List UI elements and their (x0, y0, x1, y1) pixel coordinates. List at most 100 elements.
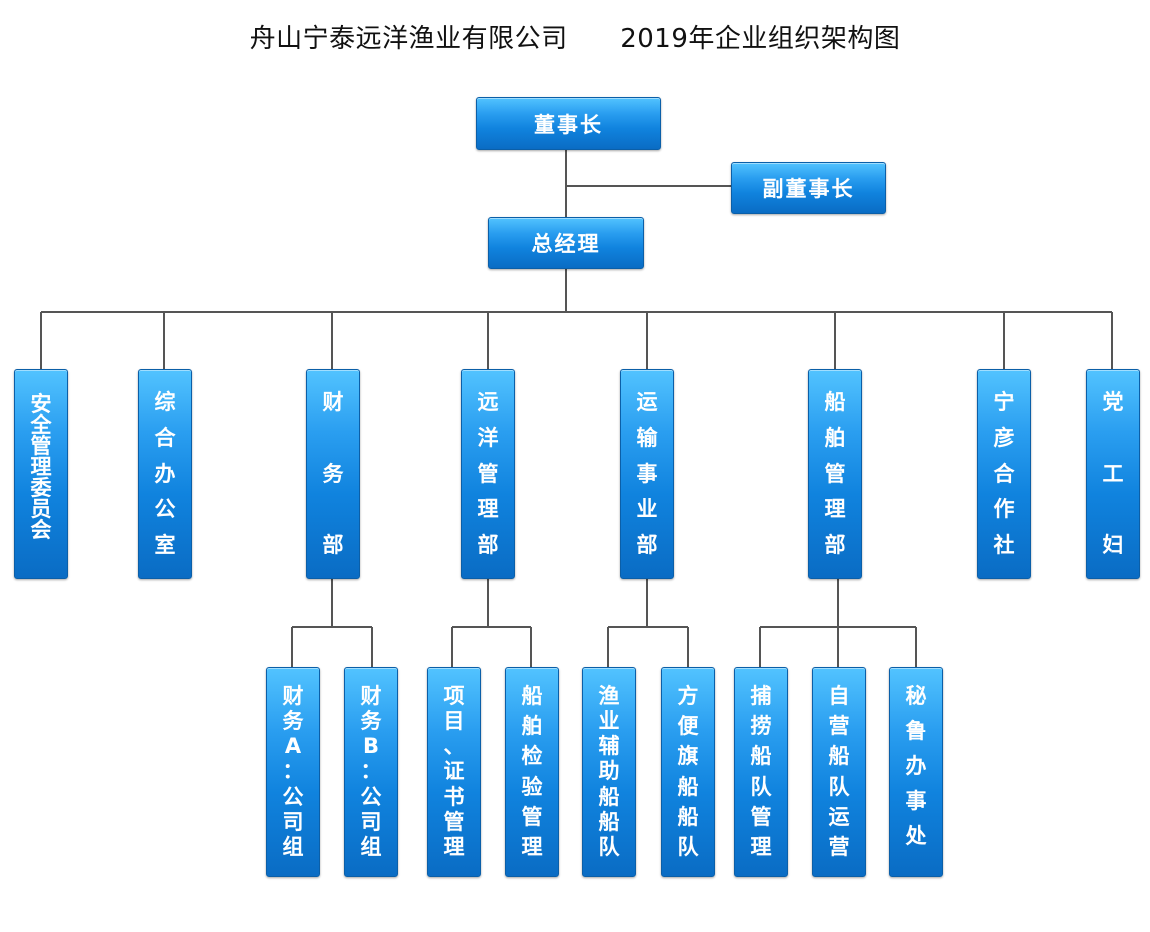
box-label-char: 方 (677, 684, 699, 708)
box-label-char: 管 (443, 809, 465, 834)
box-label-char: 验 (521, 774, 543, 799)
box-label-char: 妇 (1102, 533, 1124, 557)
box-label-char: 检 (521, 744, 543, 769)
box-label-char: 目 (443, 709, 465, 734)
box-label-char: 员 (30, 497, 52, 521)
box-label-char: 财 (322, 390, 344, 414)
box-label-char: 司 (282, 809, 304, 834)
box-label-char: 部 (477, 533, 499, 557)
box-label-char: 船 (677, 774, 699, 799)
box-label-char: 安 (30, 392, 52, 416)
box-label-char: 舶 (521, 714, 543, 739)
box-label-char: 队 (598, 834, 620, 859)
box-label-char: 船 (750, 744, 772, 769)
box-label-char: ： (360, 759, 382, 784)
box-label-char: 队 (750, 774, 772, 799)
box-label-char: 业 (636, 497, 658, 522)
box-label-char: 理 (824, 497, 846, 522)
box-label-char: 自 (828, 684, 850, 708)
box-label-char: 渔 (598, 684, 620, 708)
box-label-char: 理 (750, 834, 772, 859)
box-label-char: 旗 (677, 744, 699, 769)
box-label-char: A (284, 734, 302, 759)
box-label-char: 部 (824, 533, 846, 557)
sub-fishing-auxiliary-fleet: 渔业辅助船船队 (582, 667, 636, 877)
sub-project-certificate: 项目、证书管理 (427, 667, 481, 877)
box-label-char: 办 (905, 754, 927, 778)
box-label-char: 项 (443, 684, 465, 708)
box-label-char: 公 (282, 784, 304, 809)
box-label-char: 务 (322, 461, 344, 486)
sub-own-fleet-operation: 自营船队运营 (812, 667, 866, 877)
box-label-char: 舶 (824, 425, 846, 450)
box-label-char: 合 (993, 461, 1015, 486)
box-label-char: 会 (30, 518, 52, 542)
sub-ship-inspection: 船舶检验管理 (505, 667, 559, 877)
box-label-char: 营 (828, 834, 850, 859)
box-label-char: 助 (598, 759, 620, 784)
box-label-char: 远 (477, 390, 499, 414)
box-label-char: 管 (750, 804, 772, 829)
vice-chairman-label: 副董事长 (762, 177, 855, 201)
box-label-char: 运 (828, 804, 850, 829)
box-label-char: 理 (521, 834, 543, 859)
box-label-char: 财 (282, 684, 304, 708)
box-label-char: 宁 (993, 390, 1015, 414)
box-label-char: 司 (360, 809, 382, 834)
box-label-char: 委 (30, 476, 52, 500)
box-label-char: 部 (636, 533, 658, 557)
box-label-char: 管 (824, 461, 846, 486)
box-label-char: 证 (443, 759, 465, 784)
box-label-char: 事 (905, 789, 927, 813)
box-label-char: 船 (828, 744, 850, 769)
dept-party-union: 党工妇 (1086, 369, 1140, 579)
box-label-char: 处 (905, 824, 927, 848)
dept-ocean-management: 远洋管理部 (461, 369, 515, 579)
box-label-char: 管 (30, 434, 52, 458)
box-label-char: 营 (828, 714, 850, 739)
box-label-char: ： (282, 759, 304, 784)
box-label-char: 船 (677, 804, 699, 829)
box-label-char: 管 (521, 804, 543, 829)
box-label-char: 彦 (993, 425, 1015, 450)
box-label-char: 船 (824, 390, 846, 414)
dept-finance: 财务部 (306, 369, 360, 579)
box-label-char: 辅 (598, 734, 620, 759)
box-label-char: 作 (993, 497, 1015, 522)
box-label-char: 综 (154, 390, 176, 414)
box-label-char: 业 (598, 709, 620, 734)
box-label-char: 公 (360, 784, 382, 809)
box-label-char: 全 (30, 413, 52, 437)
sub-peru-office: 秘鲁办事处 (889, 667, 943, 877)
chairman-label: 董事长 (534, 112, 603, 137)
box-label-char: 船 (598, 809, 620, 834)
box-label-char: 工 (1102, 461, 1124, 486)
dept-general-office: 综合办公室 (138, 369, 192, 579)
box-label-char: 管 (477, 461, 499, 486)
box-label-char: 运 (636, 390, 658, 414)
chart-title: 舟山宁泰远洋渔业有限公司 2019年企业组织架构图 (249, 24, 901, 54)
box-label-char: 捕 (750, 684, 772, 708)
chairman-box: 董事长 (476, 97, 661, 150)
box-label-char: 合 (154, 425, 176, 450)
box-label-char: 办 (154, 461, 176, 486)
dept-ship-management: 船舶管理部 (808, 369, 862, 579)
box-label-char: 理 (443, 834, 465, 859)
vice-chairman-box: 副董事长 (731, 162, 886, 214)
box-label-char: B (362, 734, 379, 759)
dept-transport: 运输事业部 (620, 369, 674, 579)
box-label-char: 事 (636, 461, 658, 486)
box-label-char: 输 (636, 425, 658, 450)
box-label-char: 便 (677, 714, 699, 739)
sub-flag-of-convenience-fleet: 方便旗船船队 (661, 667, 715, 877)
box-label-char: 理 (30, 455, 52, 479)
box-label-char: 公 (154, 497, 176, 522)
box-label-char: 部 (322, 533, 344, 557)
box-label-char: 鲁 (905, 719, 927, 743)
box-label-char: 组 (282, 834, 304, 859)
box-label-char: 室 (154, 533, 176, 557)
box-label-char: 党 (1102, 390, 1124, 414)
